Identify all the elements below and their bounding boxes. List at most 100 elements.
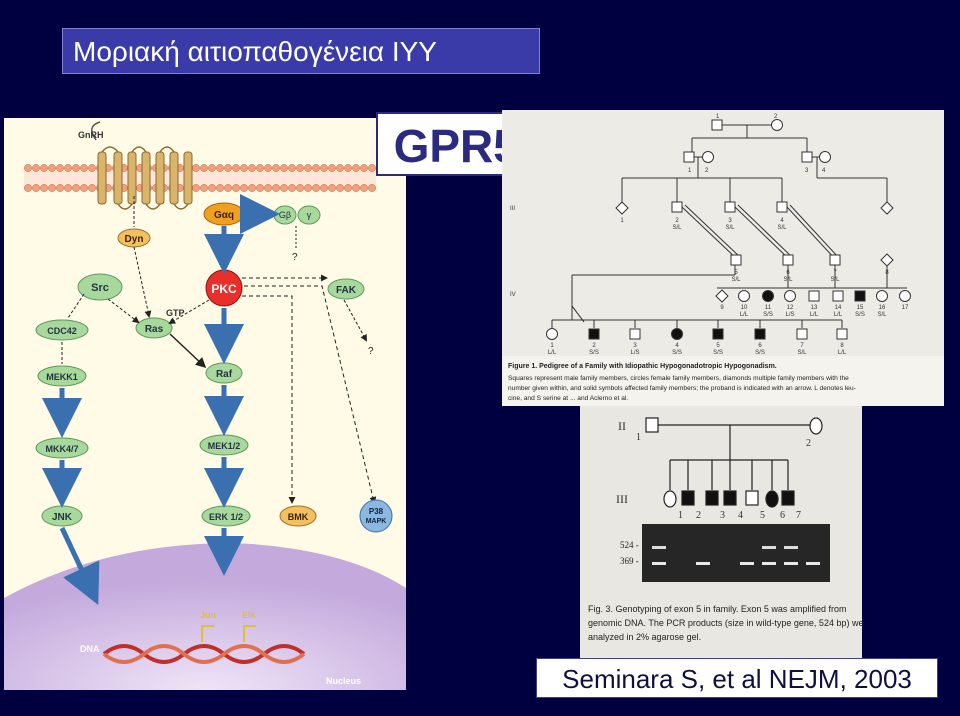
- receptor-helix: [141, 151, 151, 205]
- gen4-member-1-genotype: L/L: [548, 350, 557, 356]
- gen4-sib-16-genotype: S/L: [877, 312, 887, 318]
- receptor-helix: [169, 151, 179, 205]
- gel-band-369: [806, 562, 820, 565]
- gen4-sib-17-id: 17: [902, 305, 909, 311]
- gel-band-369: [762, 562, 776, 565]
- pedigree-svg: III IV 1 2 3 4 1 2 12S/L3S/L4S/L5S/L6S/L…: [502, 114, 944, 406]
- pathway-svg: GnRH Gαq Gβ γ Dyn ? Src PKC FAK Ras GTP: [4, 121, 406, 690]
- gen4-sib-11-id: 11: [765, 305, 772, 311]
- membrane-lipid-head: [24, 184, 32, 192]
- geno-child-id-2: 2: [696, 510, 701, 521]
- gen4-member-2-genotype: S/S: [589, 350, 599, 356]
- src-label: Src: [91, 282, 109, 294]
- gen4-member-2-id: 2: [592, 343, 596, 349]
- membrane-lipid-head: [208, 164, 216, 172]
- gy-label: γ: [307, 210, 312, 220]
- membrane-lipid-head: [192, 164, 200, 172]
- question-mark-2: ?: [368, 346, 374, 357]
- membrane-lipid-head: [232, 164, 240, 172]
- mapk-label: MAPK: [366, 518, 387, 525]
- membrane-lipid-head: [368, 184, 376, 192]
- membrane-lipid-head: [72, 184, 80, 192]
- p38-label: P38: [369, 507, 384, 516]
- gen4-member-4-id: 4: [675, 343, 679, 349]
- gen4-sib-11-genotype: S/S: [763, 312, 773, 318]
- pedigree-gen-IV-label: IV: [510, 292, 516, 298]
- membrane-lipid-head: [264, 184, 272, 192]
- gel-band-524: [762, 546, 776, 549]
- receptor-helix: [155, 151, 165, 205]
- geno-child-id-3: 3: [720, 510, 725, 521]
- gen3-member-3-id: 3: [728, 218, 732, 224]
- receptor-helix: [183, 151, 193, 205]
- geno-child-id-6: 6: [780, 510, 785, 521]
- membrane-lipid-head: [56, 164, 64, 172]
- membrane-lipid-head: [312, 184, 320, 192]
- membrane-lipid-head: [40, 184, 48, 192]
- membrane-lipid-head: [88, 164, 96, 172]
- membrane-lipid-head: [336, 184, 344, 192]
- dna-label: DNA: [80, 644, 100, 654]
- membrane-lipid-head: [304, 164, 312, 172]
- gel-band-369: [652, 562, 666, 565]
- gen4-sib-13-genotype: L/L: [810, 312, 819, 318]
- gen2-id-4: 4: [822, 168, 826, 174]
- gel-band-369: [784, 562, 798, 565]
- mekk1-label: MEKK1: [46, 372, 78, 382]
- gen4-sib-10-genotype: L/L: [740, 312, 749, 318]
- membrane-lipid-head: [216, 164, 224, 172]
- membrane-lipid-head: [64, 164, 72, 172]
- dna-helix: [102, 644, 306, 664]
- geno-parent-1: 1: [636, 432, 641, 443]
- gel-band-524: [652, 546, 666, 549]
- membrane-lipid-head: [32, 164, 40, 172]
- membrane-lipid-head: [224, 164, 232, 172]
- gen3b-member-6-id: 6: [786, 270, 790, 276]
- gaq-label: Gαq: [214, 210, 234, 221]
- membrane-lipid-head: [344, 164, 352, 172]
- gen4-sib-12-genotype: L/S: [785, 312, 794, 318]
- gen4-sib-15-genotype: S/S: [855, 312, 865, 318]
- gen1-id-2: 2: [774, 114, 778, 120]
- gen3b-member-7-id: 7: [833, 270, 837, 276]
- geno-child-id-7: 7: [796, 510, 801, 521]
- gen2-id-2: 2: [705, 168, 709, 174]
- membrane-lipid-head: [264, 164, 272, 172]
- gen4-member-3-id: 3: [633, 343, 637, 349]
- gen4-sib-9-id: 9: [720, 305, 724, 311]
- gen3b-member-7-genotype: S/L: [830, 277, 840, 283]
- membrane-lipid-head: [320, 164, 328, 172]
- gen3-member-1-id: 1: [620, 218, 624, 224]
- gen4-member-5-genotype: S/S: [713, 350, 723, 356]
- membrane-lipid-head: [368, 164, 376, 172]
- gtp-label: GTP: [166, 308, 185, 318]
- gen4-member-7-genotype: S/L: [797, 350, 807, 356]
- geno-child-id-5: 5: [760, 510, 765, 521]
- membrane-lipid-head: [88, 184, 96, 192]
- membrane-lipid-head: [80, 184, 88, 192]
- elk-label: Elk: [242, 610, 257, 620]
- gen3b-member-5-genotype: S/L: [731, 277, 741, 283]
- gen1-id-1: 1: [716, 114, 720, 120]
- membrane-lipid-head: [56, 184, 64, 192]
- gen4-sib-10-id: 10: [741, 305, 748, 311]
- receptor-helix: [127, 151, 137, 205]
- gen2-id-3: 3: [805, 168, 809, 174]
- gen3b-member-6-genotype: S/L: [783, 277, 793, 283]
- membrane-lipid-head: [200, 164, 208, 172]
- gel-band-524: [784, 546, 798, 549]
- membrane-lipid-head: [200, 184, 208, 192]
- membrane-lipid-head: [64, 184, 72, 192]
- membrane-lipid-head: [360, 184, 368, 192]
- gen2-id-1: 1: [688, 168, 692, 174]
- membrane-lipid-head: [288, 164, 296, 172]
- gen4-sib-14-genotype: L/L: [834, 312, 843, 318]
- membrane-lipid-head: [208, 184, 216, 192]
- question-mark-1: ?: [292, 252, 298, 263]
- gen4-member-6-id: 6: [758, 343, 762, 349]
- geno-caption-line2: genomic DNA. The PCR products (size in w…: [588, 618, 862, 628]
- mkk47-label: MKK4/7: [45, 444, 78, 454]
- band-369-label: 369 -: [620, 556, 639, 566]
